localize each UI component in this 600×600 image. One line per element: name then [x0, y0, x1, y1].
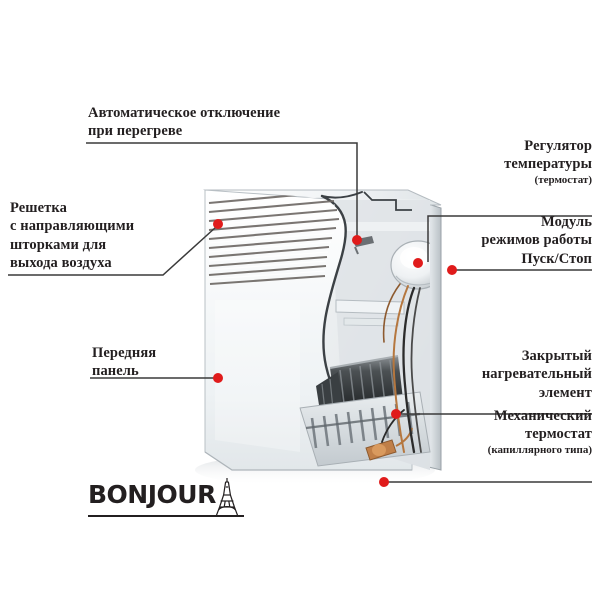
- callout-temperature-regulator-line2: температуры: [504, 156, 592, 173]
- callout-mode-module-line3: Пуск/Стоп: [521, 250, 592, 267]
- callout-air-outlet-grille-line3: шторками для: [10, 236, 107, 253]
- callout-auto-shutoff-line1: Автоматическое отключение: [88, 105, 281, 121]
- callout-front-panel: Передняя панель: [92, 344, 156, 381]
- callout-closed-heating-element: Закрытый нагревательный элемент: [482, 347, 592, 402]
- callout-closed-heating-element-line1: Закрытый: [521, 348, 592, 364]
- callout-mechanical-thermostat: Механический термостат (капиллярного тип…: [488, 407, 592, 457]
- callout-mode-module-line1: Модуль: [541, 214, 592, 230]
- callout-air-outlet-grille-line1: Решетка: [10, 200, 67, 216]
- callout-mode-module-line2: режимов работы: [481, 232, 592, 249]
- callout-mechanical-thermostat-line1: Механический: [493, 408, 592, 424]
- callout-mechanical-thermostat-note: (капиллярного типа): [487, 443, 592, 456]
- callout-air-outlet-grille: Решетка с направляющими шторками для вых…: [10, 199, 134, 272]
- callout-mechanical-thermostat-line2: термостат: [525, 426, 592, 443]
- brand-logo-underline: [88, 515, 244, 517]
- callout-front-panel-line2: панель: [92, 363, 139, 380]
- callout-closed-heating-element-line2: нагревательный: [481, 366, 592, 383]
- eiffel-tower-icon: [215, 478, 239, 517]
- brand-logo-text: BONJOUR: [88, 480, 216, 509]
- callout-air-outlet-grille-line2: с направляющими: [10, 218, 135, 235]
- callout-air-outlet-grille-line4: выхода воздуха: [10, 254, 112, 271]
- brand-logo: BONJOUR: [88, 476, 248, 532]
- callout-temperature-regulator-note: (термостат): [534, 173, 592, 186]
- callout-mode-module: Модуль режимов работы Пуск/Стоп: [481, 213, 592, 268]
- callout-front-panel-line1: Передняя: [92, 345, 157, 361]
- callout-closed-heating-element-line3: элемент: [538, 384, 592, 401]
- callout-temperature-regulator-line1: Регулятор: [524, 138, 592, 154]
- callout-temperature-regulator: Регулятор температуры (термостат): [504, 137, 592, 187]
- callout-auto-shutoff-line2: при перегреве: [88, 123, 183, 140]
- callout-auto-shutoff: Автоматическое отключение при перегреве: [88, 104, 280, 141]
